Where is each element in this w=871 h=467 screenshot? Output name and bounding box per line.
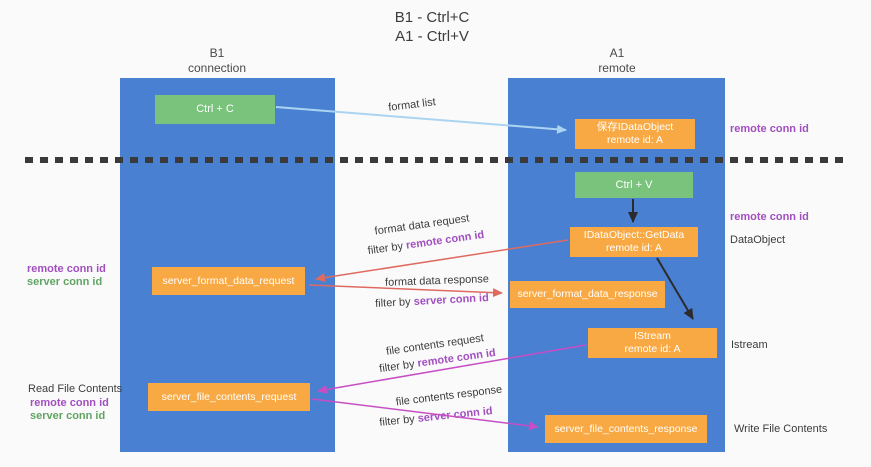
lane-b1-name: B1 [209, 46, 225, 60]
dashed-divider [25, 157, 845, 163]
annotation-istream: Istream [731, 339, 768, 351]
node-istream-line1: IStream [634, 330, 671, 342]
server-conn-id-text: server conn id [413, 292, 490, 308]
node-getdata-line1: IDataObject::GetData [583, 229, 685, 241]
node-server-format-data-request-label: server_format_data_request [162, 274, 295, 287]
server-conn-id-text: server conn id [417, 405, 494, 425]
node-server-format-data-request: server_format_data_request [152, 267, 305, 295]
annotation-remote-conn-id-mid: remote conn id [730, 211, 809, 223]
node-server-format-data-response: server_format_data_response [510, 281, 665, 308]
node-istream-line2: remote id: A [624, 343, 681, 355]
node-ctrl-c: Ctrl + C [155, 95, 275, 124]
annotation-remote-conn-id-left-mid: remote conn id [27, 263, 106, 275]
node-getdata-line2: remote id: A [605, 242, 663, 254]
lane-header-a1: A1 remote [547, 46, 687, 76]
annotation-remote-conn-id-left-bottom: remote conn id [30, 397, 109, 409]
node-server-file-contents-response: server_file_contents_response [545, 415, 707, 443]
edge-label-format-data-response: format data response [384, 273, 490, 289]
edge-label-format-list: format list [387, 96, 437, 114]
annotation-server-conn-id-left-bottom: server conn id [30, 410, 106, 422]
filter-by-text: filter by [367, 239, 407, 258]
node-server-file-contents-request-label: server_file_contents_request [161, 390, 297, 403]
node-idataobject-getdata: IDataObject::GetData remote id: A [570, 227, 698, 257]
diagram-title-line2: A1 - Ctrl+V [395, 28, 469, 45]
node-save-idataobject-line1: 保存IDataObject [596, 121, 674, 133]
lane-header-b1: B1 connection [147, 46, 287, 76]
annotation-remote-conn-id-top: remote conn id [730, 123, 809, 135]
filter-by-text: filter by [378, 412, 419, 429]
remote-conn-id-text: remote conn id [405, 228, 485, 252]
node-server-file-contents-response-label: server_file_contents_response [554, 422, 698, 435]
node-istream: IStream remote id: A [588, 328, 717, 358]
filter-by-text: filter by [374, 295, 414, 310]
lane-a1-name: A1 [609, 46, 625, 60]
node-server-format-data-response-label: server_format_data_response [517, 288, 658, 300]
node-save-idataobject: 保存IDataObject remote id: A [575, 119, 695, 149]
annotation-server-conn-id-left-mid: server conn id [27, 276, 103, 288]
lane-b1-role: connection [187, 61, 247, 75]
node-save-idataobject-line2: remote id: A [606, 134, 664, 146]
diagram-title-line1: B1 - Ctrl+C [394, 9, 470, 26]
node-ctrl-c-label: Ctrl + C [196, 103, 234, 115]
filter-by-text: filter by [378, 357, 419, 376]
lane-a1-role: remote [598, 61, 636, 75]
node-server-file-contents-request: server_file_contents_request [148, 383, 310, 411]
node-ctrl-v-label: Ctrl + V [615, 178, 653, 191]
edge-label-filter-server-1: filter by server conn id [368, 292, 496, 311]
annotation-read-file-contents: Read File Contents [28, 383, 123, 395]
annotation-dataobject: DataObject [730, 234, 786, 246]
node-ctrl-v: Ctrl + V [575, 172, 693, 198]
annotation-write-file-contents: Write File Contents [734, 423, 828, 435]
